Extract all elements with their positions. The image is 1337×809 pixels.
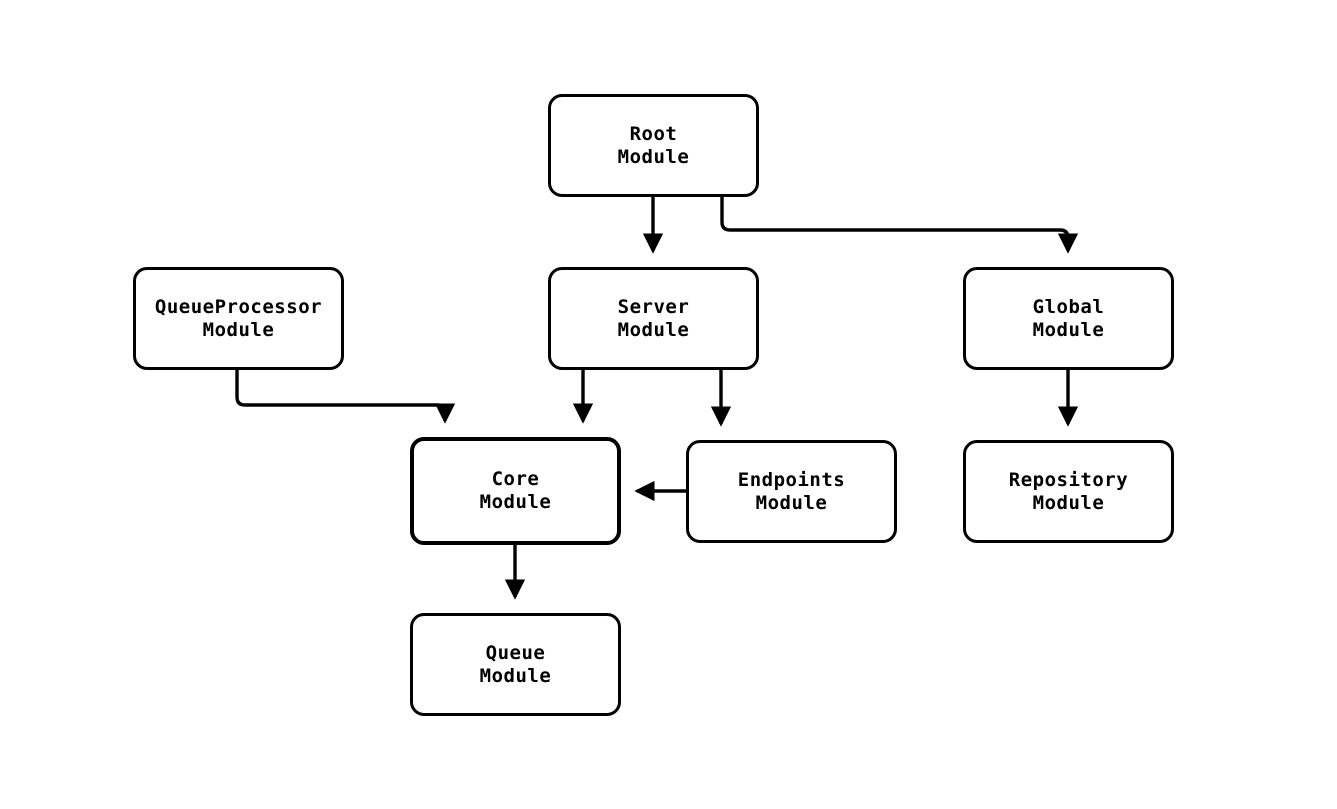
node-queue-suffix: Module xyxy=(479,664,552,687)
node-repository-suffix: Module xyxy=(1032,491,1105,514)
node-queueprocessor-suffix: Module xyxy=(202,318,275,341)
edge-root-to-global xyxy=(720,197,1079,254)
node-core-name: Core xyxy=(491,468,540,490)
node-global-suffix: Module xyxy=(1032,318,1105,341)
node-server-name: Server xyxy=(617,295,690,318)
edge-queueprocessor-to-core xyxy=(235,370,456,424)
node-repository-name: Repository xyxy=(1008,468,1129,491)
node-global-name: Global xyxy=(1032,295,1105,318)
node-root-suffix: Module xyxy=(617,145,690,168)
node-core-suffix: Module xyxy=(479,491,552,513)
node-endpoints-name: Endpoints xyxy=(737,468,846,491)
node-server-suffix: Module xyxy=(617,318,690,341)
node-queue-name: Queue xyxy=(485,641,546,664)
node-root-name: Root xyxy=(629,122,678,145)
node-endpoints-suffix: Module xyxy=(755,491,828,514)
node-queueprocessor-name: QueueProcessor xyxy=(154,295,323,318)
